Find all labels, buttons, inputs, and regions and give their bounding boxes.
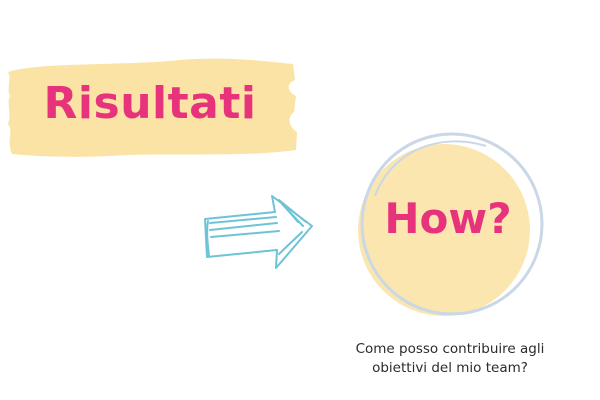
caption-line-1: Come posso contribuire agli: [355, 341, 545, 357]
caption: Come posso contribuire agli obiettivi de…: [340, 340, 560, 378]
title: Risultati: [43, 78, 257, 129]
brush-stroke-highlight: [8, 58, 297, 157]
caption-line-2: obiettivi del mio team?: [372, 360, 528, 376]
circle-highlight: [358, 132, 544, 316]
question-heading: How?: [384, 194, 512, 243]
hand-drawn-arrow-icon: [204, 195, 313, 269]
